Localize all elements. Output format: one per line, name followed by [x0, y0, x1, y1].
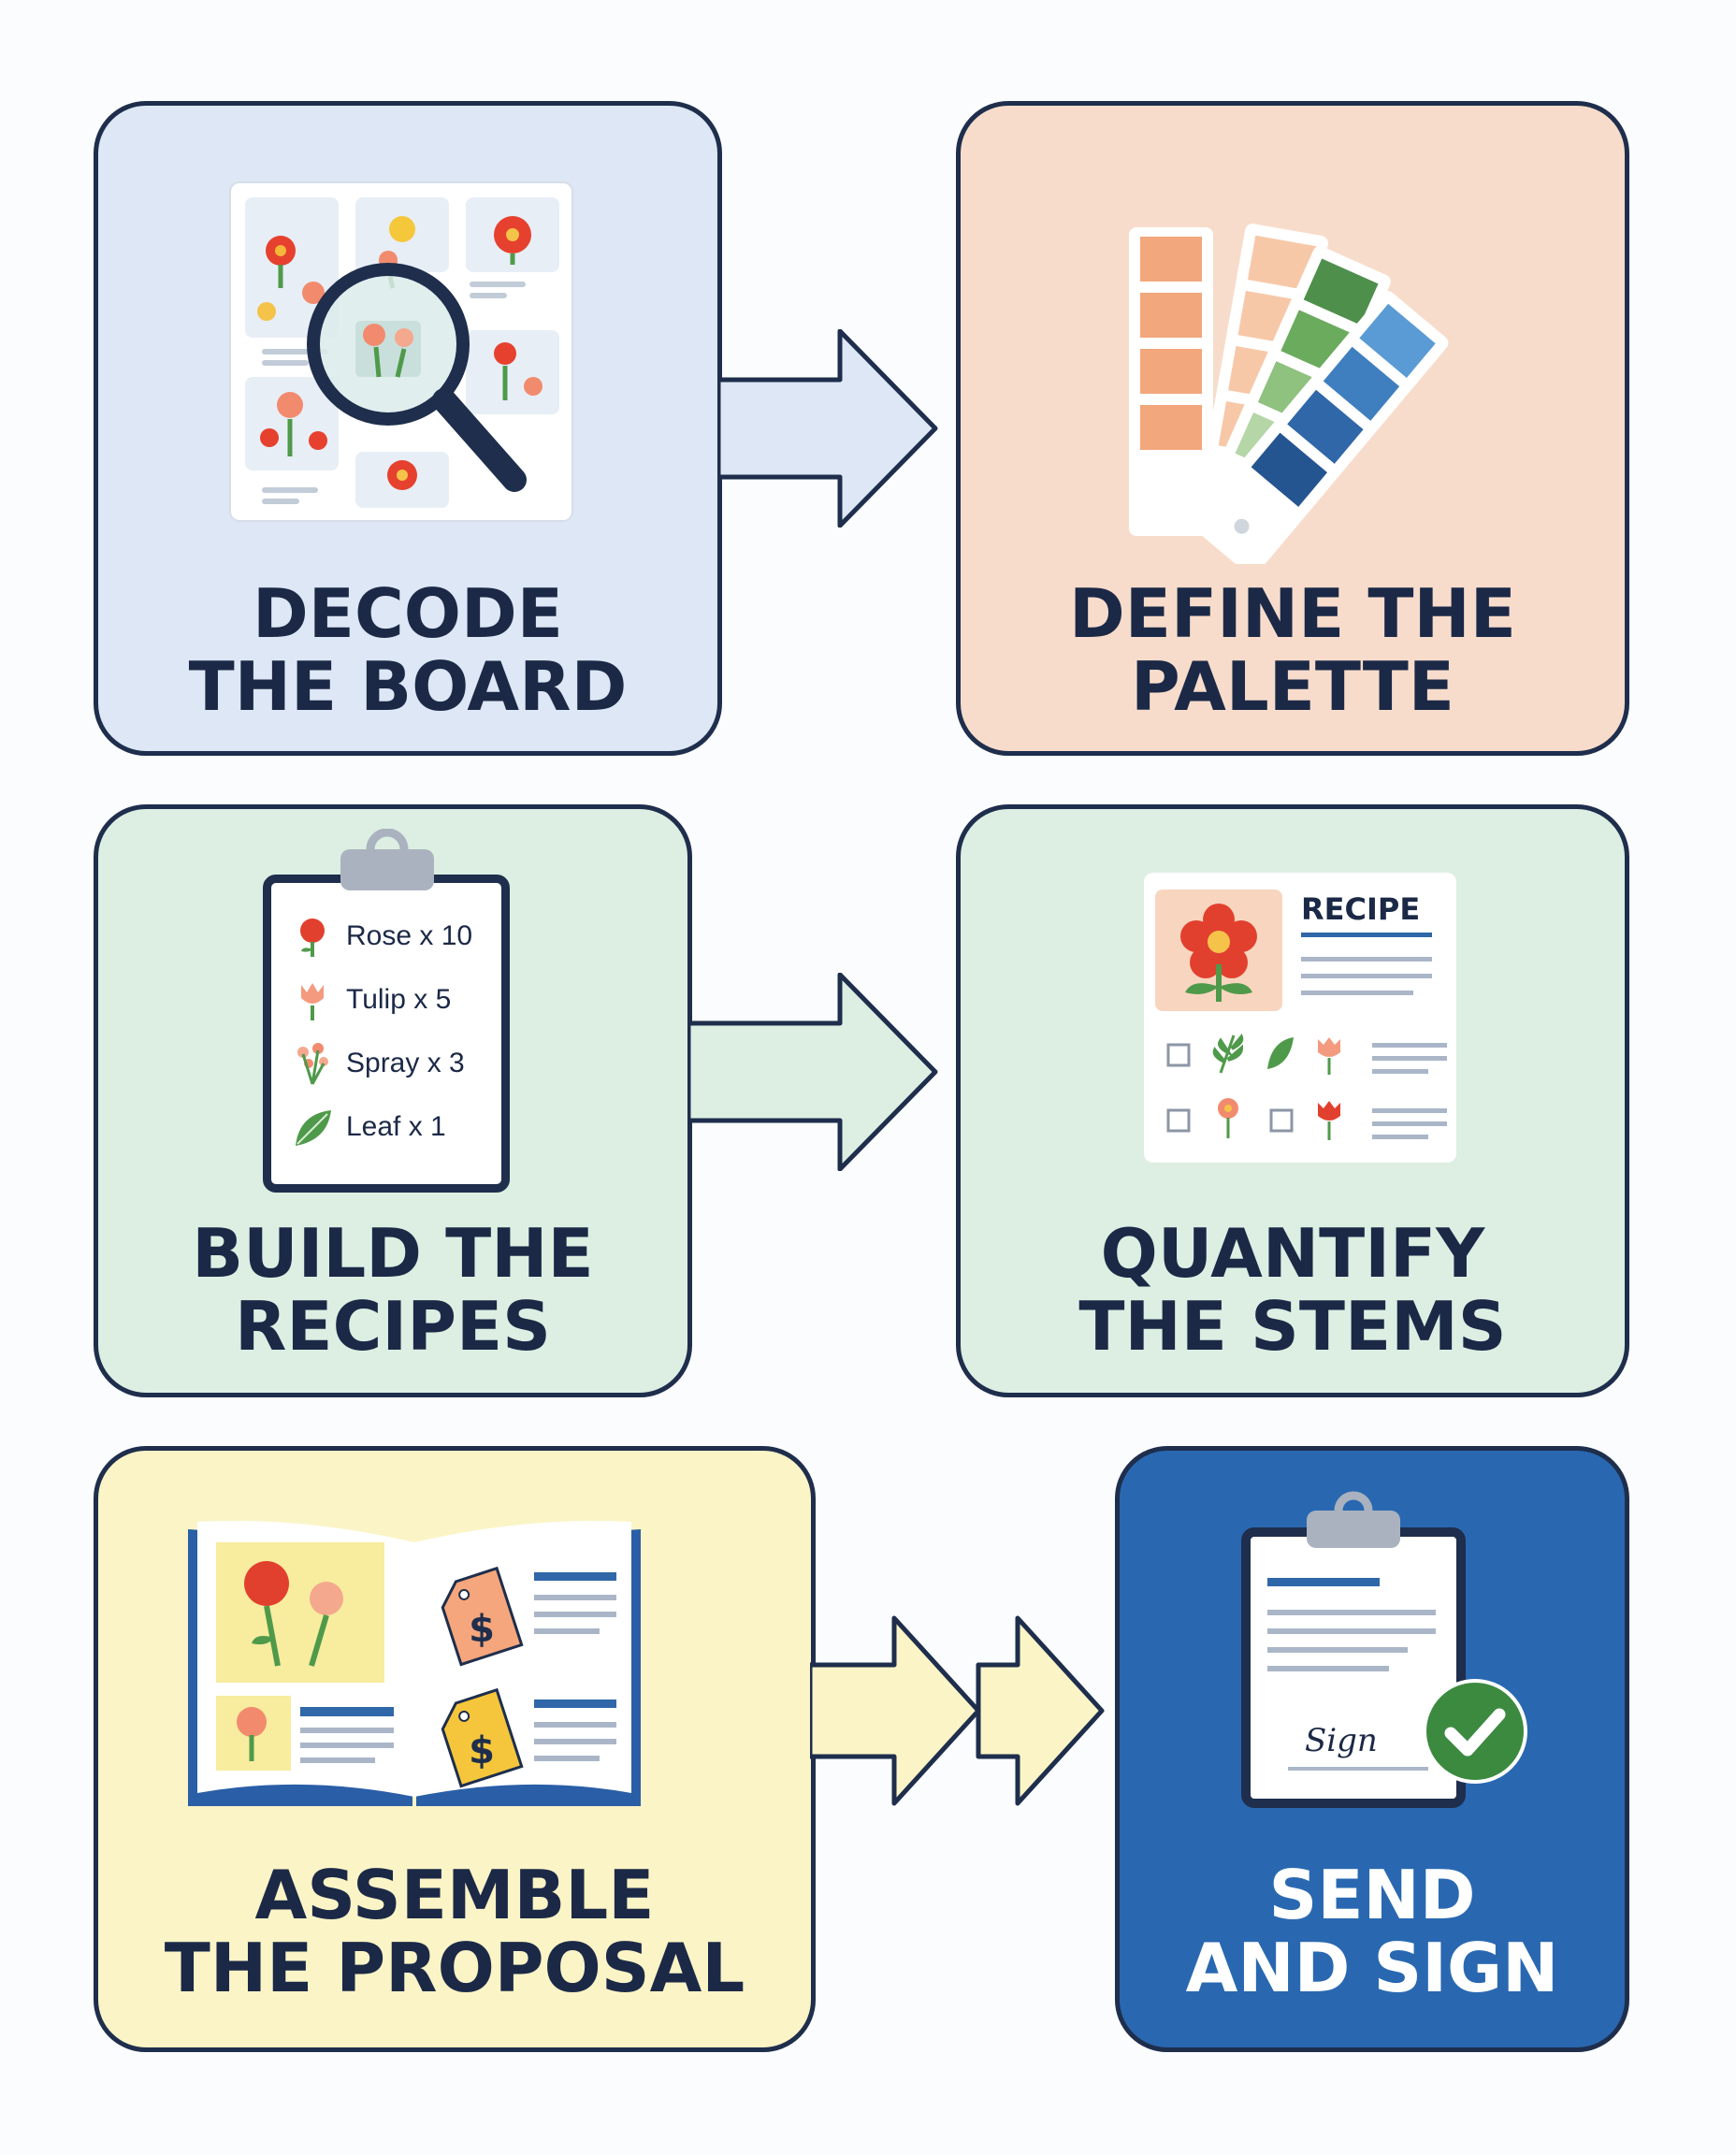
tulip-icon [301, 983, 324, 1020]
check-circle-icon [1423, 1679, 1527, 1784]
price-tag-symbol: $ [469, 1729, 495, 1772]
flower-icon [1218, 1098, 1238, 1138]
price-tag-icon [441, 1566, 524, 1667]
clipboard-row-tulip: Tulip x 5 [290, 976, 451, 1023]
clipboard-ingredient-list: Rose x 10 Tulip x 5 Spray x 3 Leaf x 1 [263, 829, 510, 1193]
recipe-flower-icon [1155, 889, 1282, 1011]
price-tag-symbol: $ [469, 1608, 495, 1651]
step-card-stems: RECIPE Q [956, 804, 1629, 1397]
tulip-icon [1318, 1101, 1340, 1140]
leaf-icon [296, 1110, 331, 1146]
stem-checklist [1166, 1033, 1447, 1140]
arrow-right-icon [718, 329, 938, 528]
recipe-card-illustration: RECIPE [1144, 873, 1456, 1163]
tulip-icon [237, 1707, 267, 1761]
signature-line [1288, 1767, 1428, 1771]
clipboard-row-spray: Spray x 3 [290, 1040, 465, 1087]
signature-text: Sign [1305, 1722, 1378, 1759]
clipboard-row-rose: Rose x 10 [290, 913, 472, 960]
clipboard-row-leaf: Leaf x 1 [290, 1104, 446, 1150]
spray-flower-icon [297, 1043, 328, 1085]
flower-icon [257, 216, 542, 490]
rose-icon [300, 918, 325, 957]
double-arrow-right-icon [810, 1615, 1105, 1806]
price-tag-icon [441, 1687, 524, 1788]
fern-icon [1212, 1033, 1244, 1074]
signed-contract-clipboard: Sign [1241, 1491, 1466, 1808]
color-swatch-fan-illustration [1129, 224, 1449, 564]
tulip-icon [1318, 1037, 1340, 1075]
mood-board-magnifier-illustration [229, 181, 573, 522]
clipboard-clip-icon [340, 829, 434, 890]
arrow-right-icon [688, 973, 938, 1171]
step-card-recipes: Rose x 10 Tulip x 5 Spray x 3 Leaf x 1 [94, 804, 692, 1397]
recipe-lines [1301, 933, 1432, 995]
magnifier-icon [307, 263, 527, 492]
flower-icon [244, 1561, 343, 1667]
leaf-icon [1267, 1037, 1294, 1069]
clipboard-clip-icon [1307, 1491, 1400, 1548]
open-proposal-book-illustration: $ $ [188, 1520, 641, 1806]
contract-lines [1267, 1578, 1436, 1671]
recipe-card-title: RECIPE [1301, 891, 1421, 927]
